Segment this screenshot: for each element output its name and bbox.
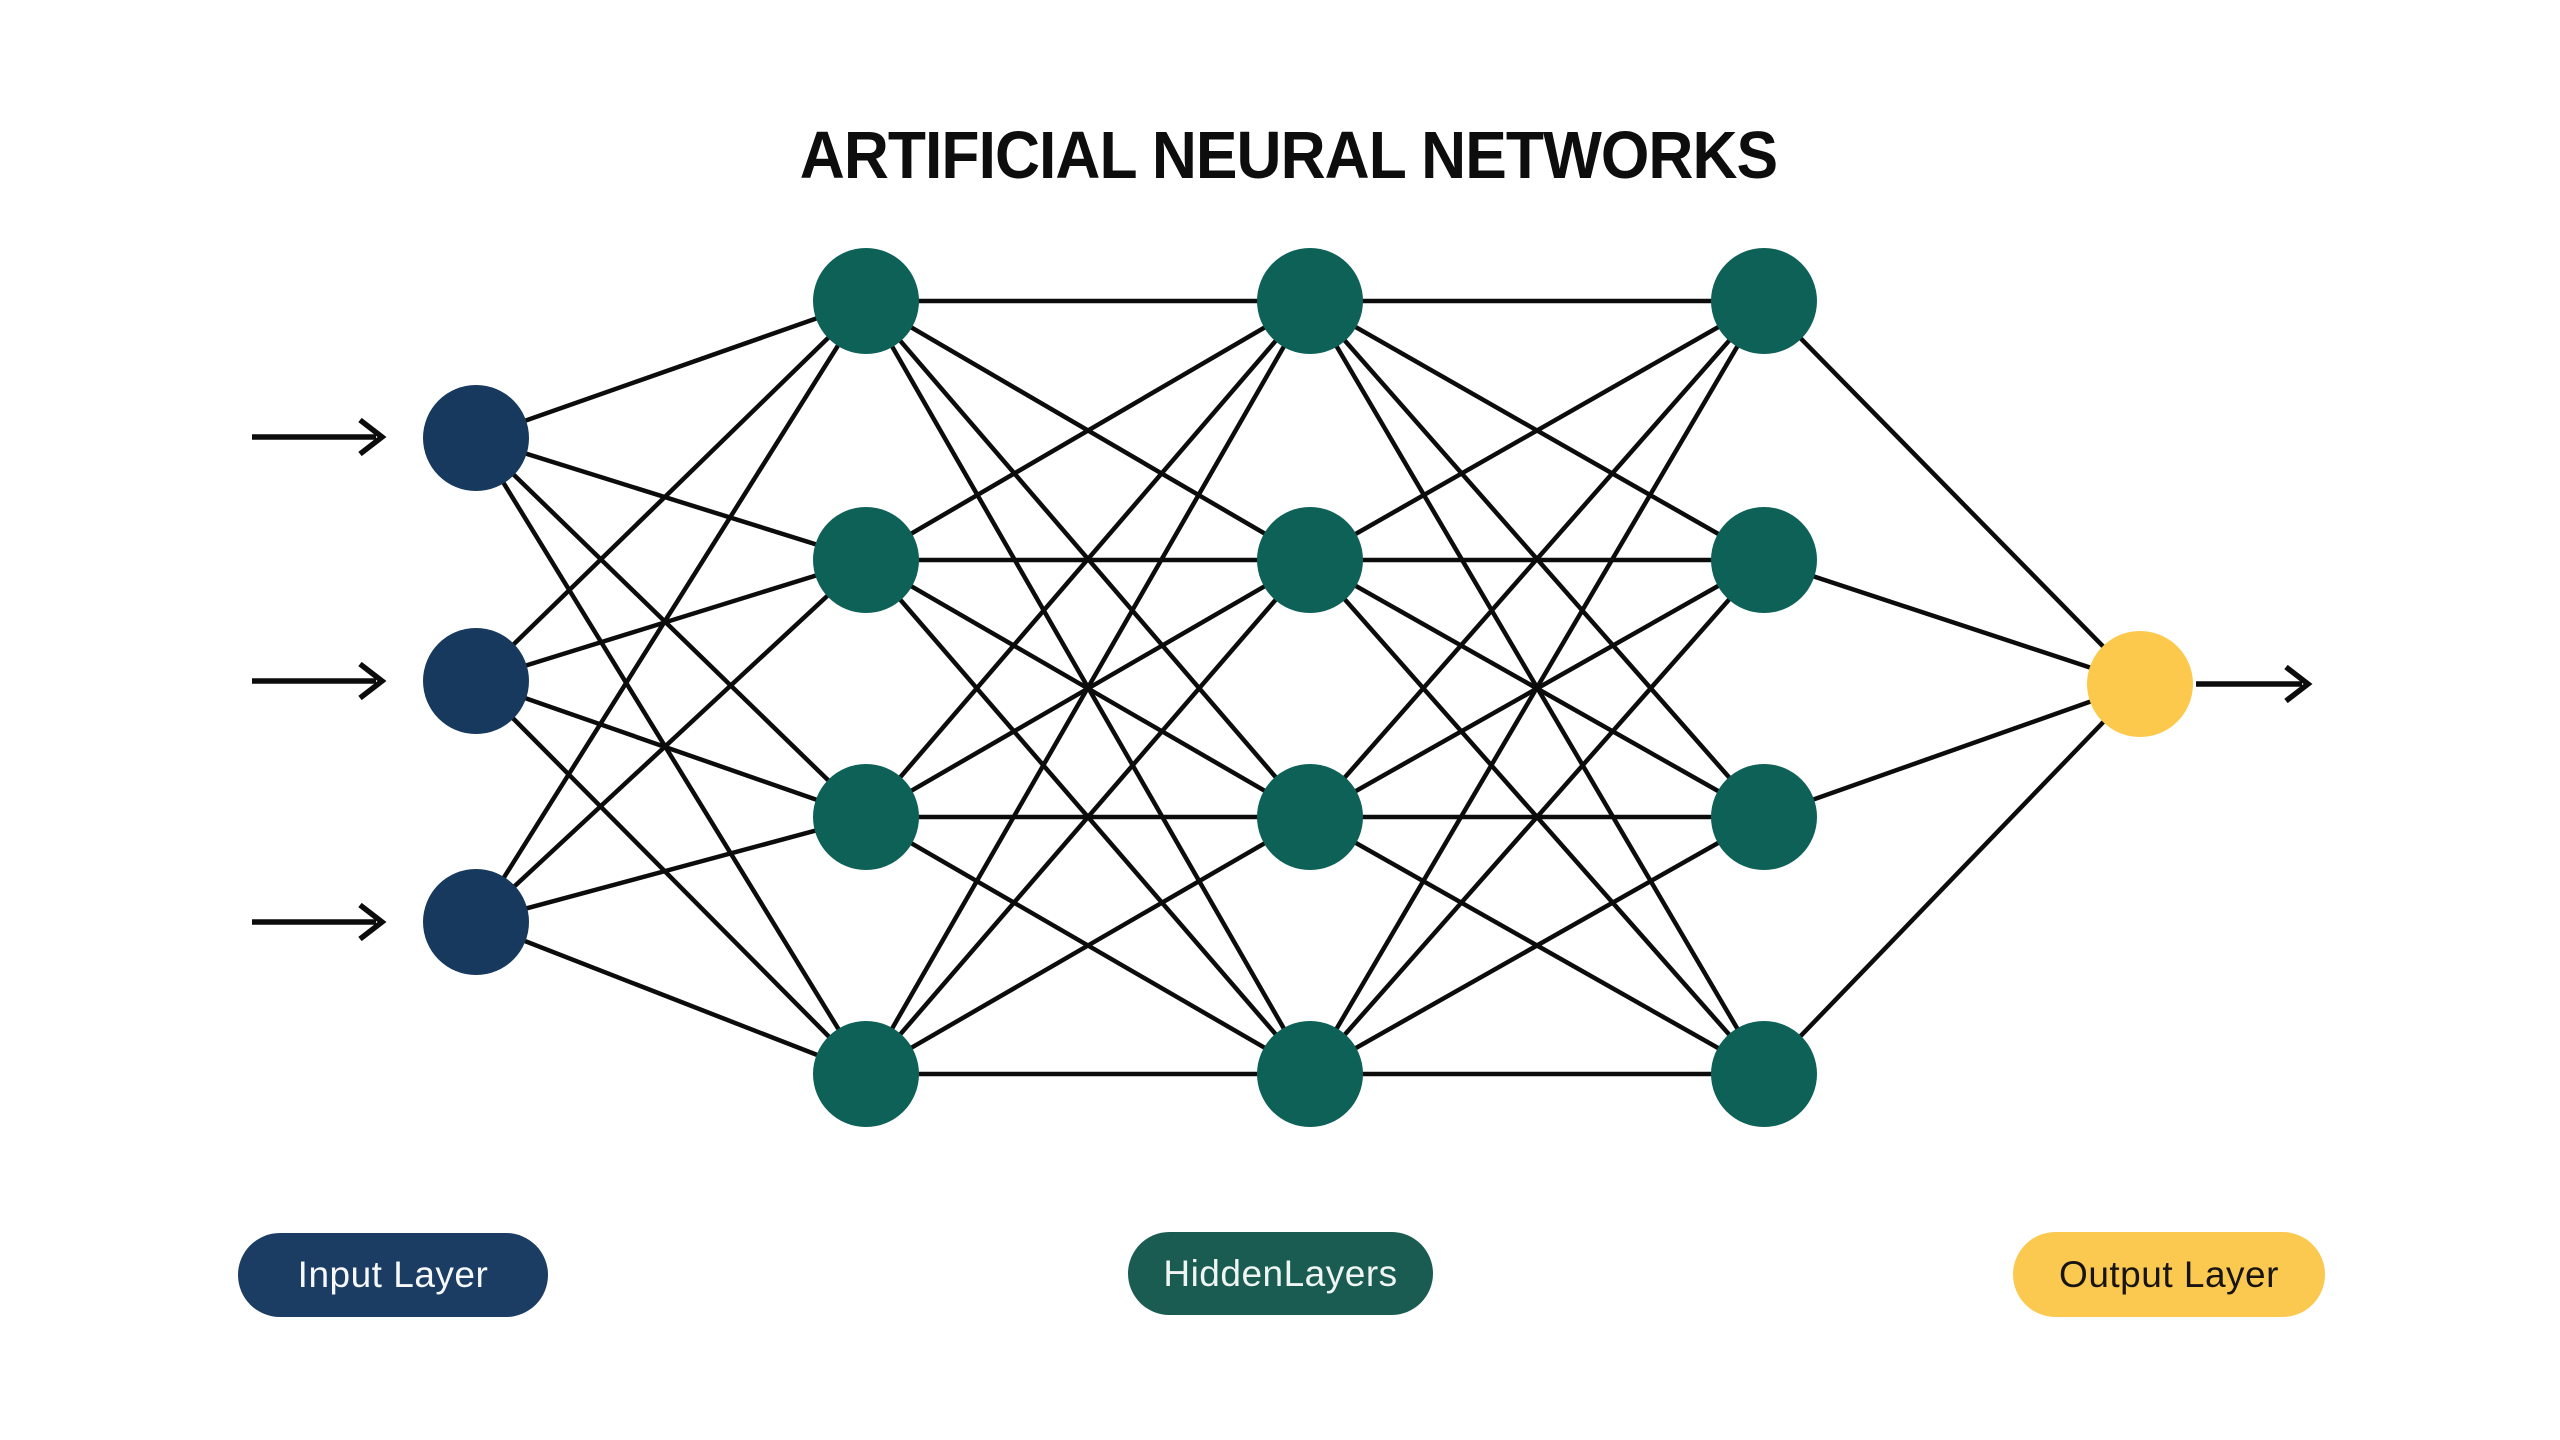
input-arrow-icon — [252, 417, 387, 457]
connection-line — [1763, 681, 2141, 820]
connection-line — [474, 436, 868, 819]
hidden-1-node — [813, 507, 919, 613]
connection-line — [475, 814, 867, 925]
connection-line — [864, 299, 1312, 1076]
connection-line — [864, 299, 1312, 562]
connection-line — [1308, 299, 1766, 1076]
connection-line — [864, 299, 1312, 819]
hidden-3-node — [1711, 248, 1817, 354]
connection-line — [1762, 682, 2142, 1076]
hidden-3-node — [1711, 764, 1817, 870]
hidden-3-node — [1711, 507, 1817, 613]
connection-line — [475, 557, 867, 684]
connection-line — [475, 678, 867, 820]
connection-line — [474, 299, 868, 924]
hidden-1-node — [813, 764, 919, 870]
connection-line — [1308, 299, 1766, 819]
connection-line — [1308, 815, 1766, 1076]
hidden-1-node — [813, 1021, 919, 1127]
input-node — [423, 869, 529, 975]
connection-line — [474, 436, 868, 1076]
page-title: ARTIFICIAL NEURAL NETWORKS — [8, 122, 2560, 189]
hidden-2-node — [1257, 764, 1363, 870]
hidden-3-node — [1711, 1021, 1817, 1127]
output-node — [2087, 631, 2193, 737]
connection-line — [1308, 558, 1766, 1076]
connection-line — [474, 558, 868, 924]
input-node — [423, 628, 529, 734]
connection-line — [864, 558, 1312, 1076]
page-title-text: ARTIFICIAL NEURAL NETWORKS — [799, 118, 1777, 193]
connection-line — [864, 815, 1312, 1076]
connection-line — [1308, 299, 1766, 562]
connection-line — [475, 919, 867, 1077]
hidden-2-node — [1257, 507, 1363, 613]
input-arrow-icon — [252, 661, 387, 701]
hidden-1-node — [813, 248, 919, 354]
connection-line — [1763, 557, 2141, 687]
input-arrow-icon — [252, 902, 387, 942]
connection-line — [474, 679, 868, 1076]
hidden-2-node — [1257, 1021, 1363, 1127]
output-arrow-icon — [2196, 664, 2313, 704]
connection-line — [475, 298, 867, 441]
connection-line — [475, 435, 867, 563]
connection-line — [1762, 299, 2142, 686]
input-node — [423, 385, 529, 491]
connection-line — [474, 299, 868, 683]
hidden-2-node — [1257, 248, 1363, 354]
